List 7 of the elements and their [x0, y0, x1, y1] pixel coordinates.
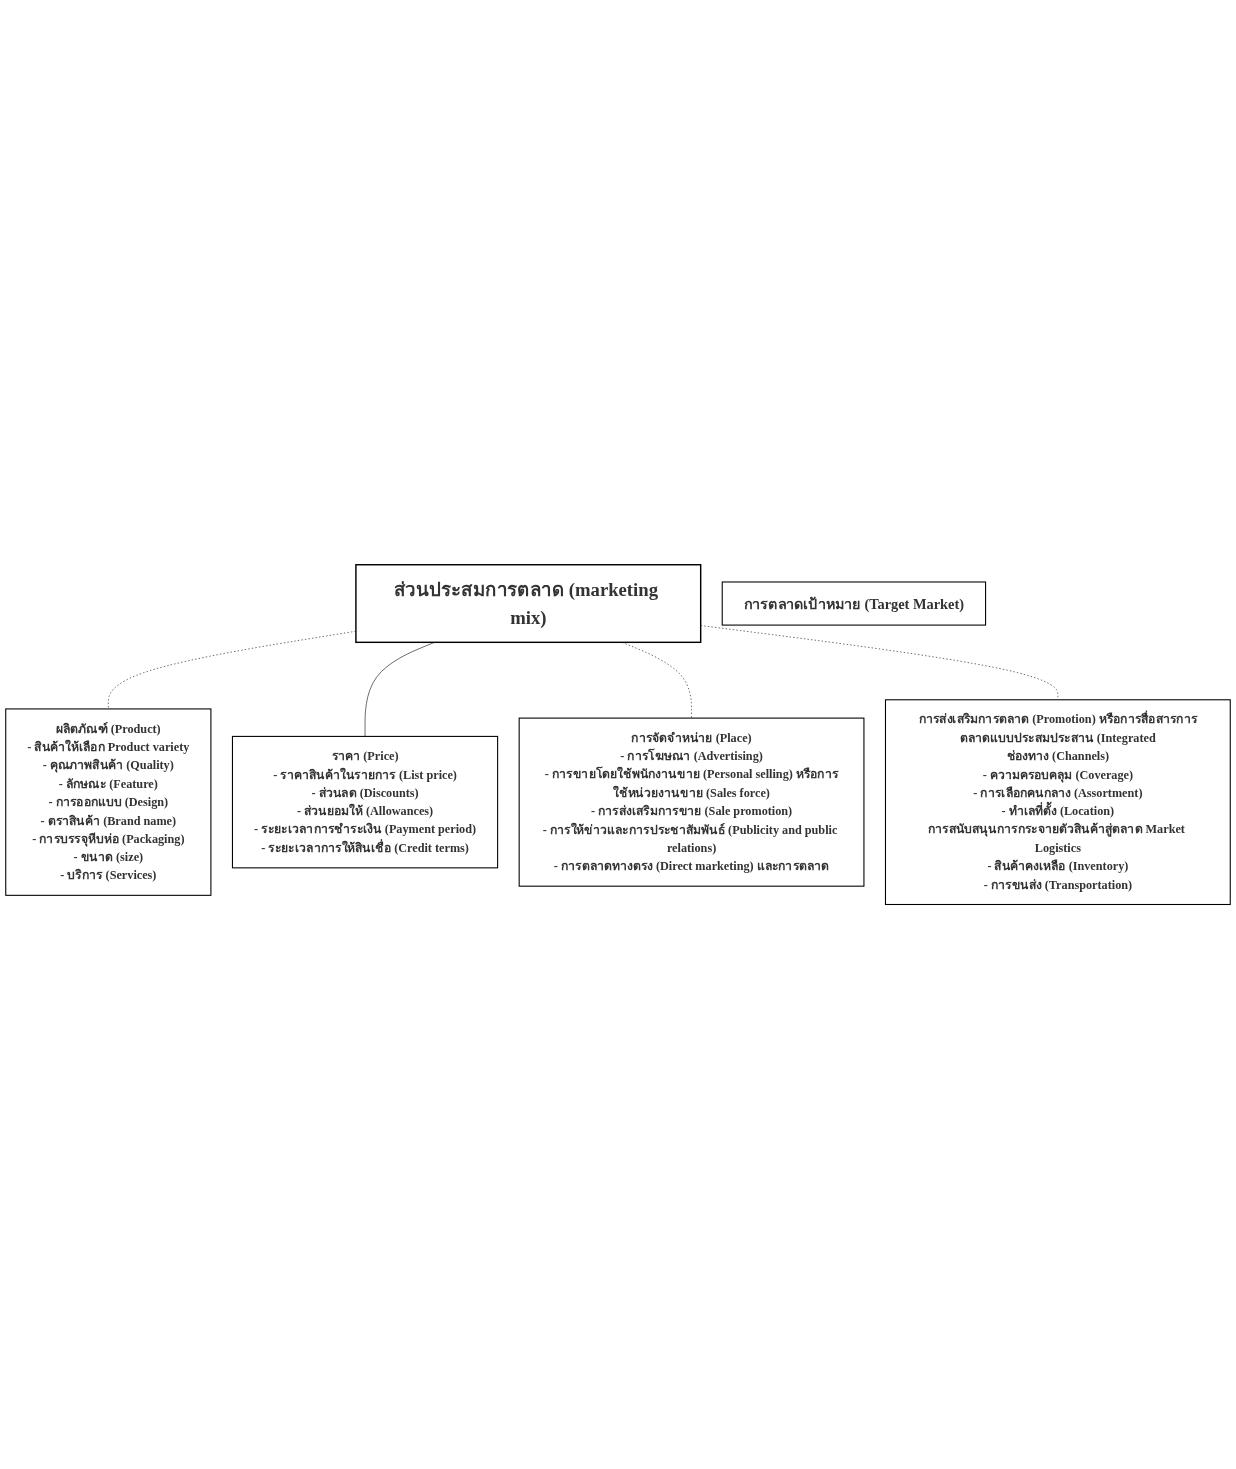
connector: [364, 641, 435, 737]
node-box: ผลิตภัณฑ์ (Product) - สินค้าให้เลือก Product variety - คุณภาพสินค้า (Quality) - ลักษณะ (Feature) - การออกแบบ (Design) - ตราสินค้า (Brand name) - การบรรจุหีบห่อ (Packaging) - ขนาด (size) - บริการ (Services): [5, 708, 212, 896]
node-box: ราคา (Price) - ราคาสินค้าในรายการ (List price) - ส่วนลด (Discounts) - ส่วนยอมให้ (Allowances) - ระยะเวลาการชำระเงิน (Payment period) - ระยะเวลาการให้สินเชื่อ (Credit terms): [231, 735, 499, 869]
node-box: การจัดจำหน่าย (Place) - การโฆษณา (Advertising) - การขายโดยใช้พนักงานขาย (Personal selling) หรือการใช้หน่วยงานขาย (Sales force) - การส่งเสริมการขาย (Sale promotion) - การให้ข่าวและการประชาสัมพันธ์ (Publicity and public relations) - การตลาดทางตรง (Direct marketing) และการตลาด: [518, 717, 865, 887]
node-box: การตลาดเป้าหมาย (Target Market): [721, 581, 987, 626]
node-box: การส่งเสริมการตลาด (Promotion) หรือการสื่อสารการตลาดแบบประสมประสาน (Integrated ช่องทาง (Channels) - ความครอบคลุม (Coverage) - การเลือกคนกลาง (Assortment) - ทำเลที่ตั้ง (Location) การสนับสนุนการกระจายตัวสินค้าสู่ตลาด Market Logistics - สินค้าคงเหลือ (Inventory) - การขนส่ง (Transportation): [884, 699, 1231, 905]
node-box: ส่วนประสมการตลาด (marketing mix): [355, 563, 702, 643]
